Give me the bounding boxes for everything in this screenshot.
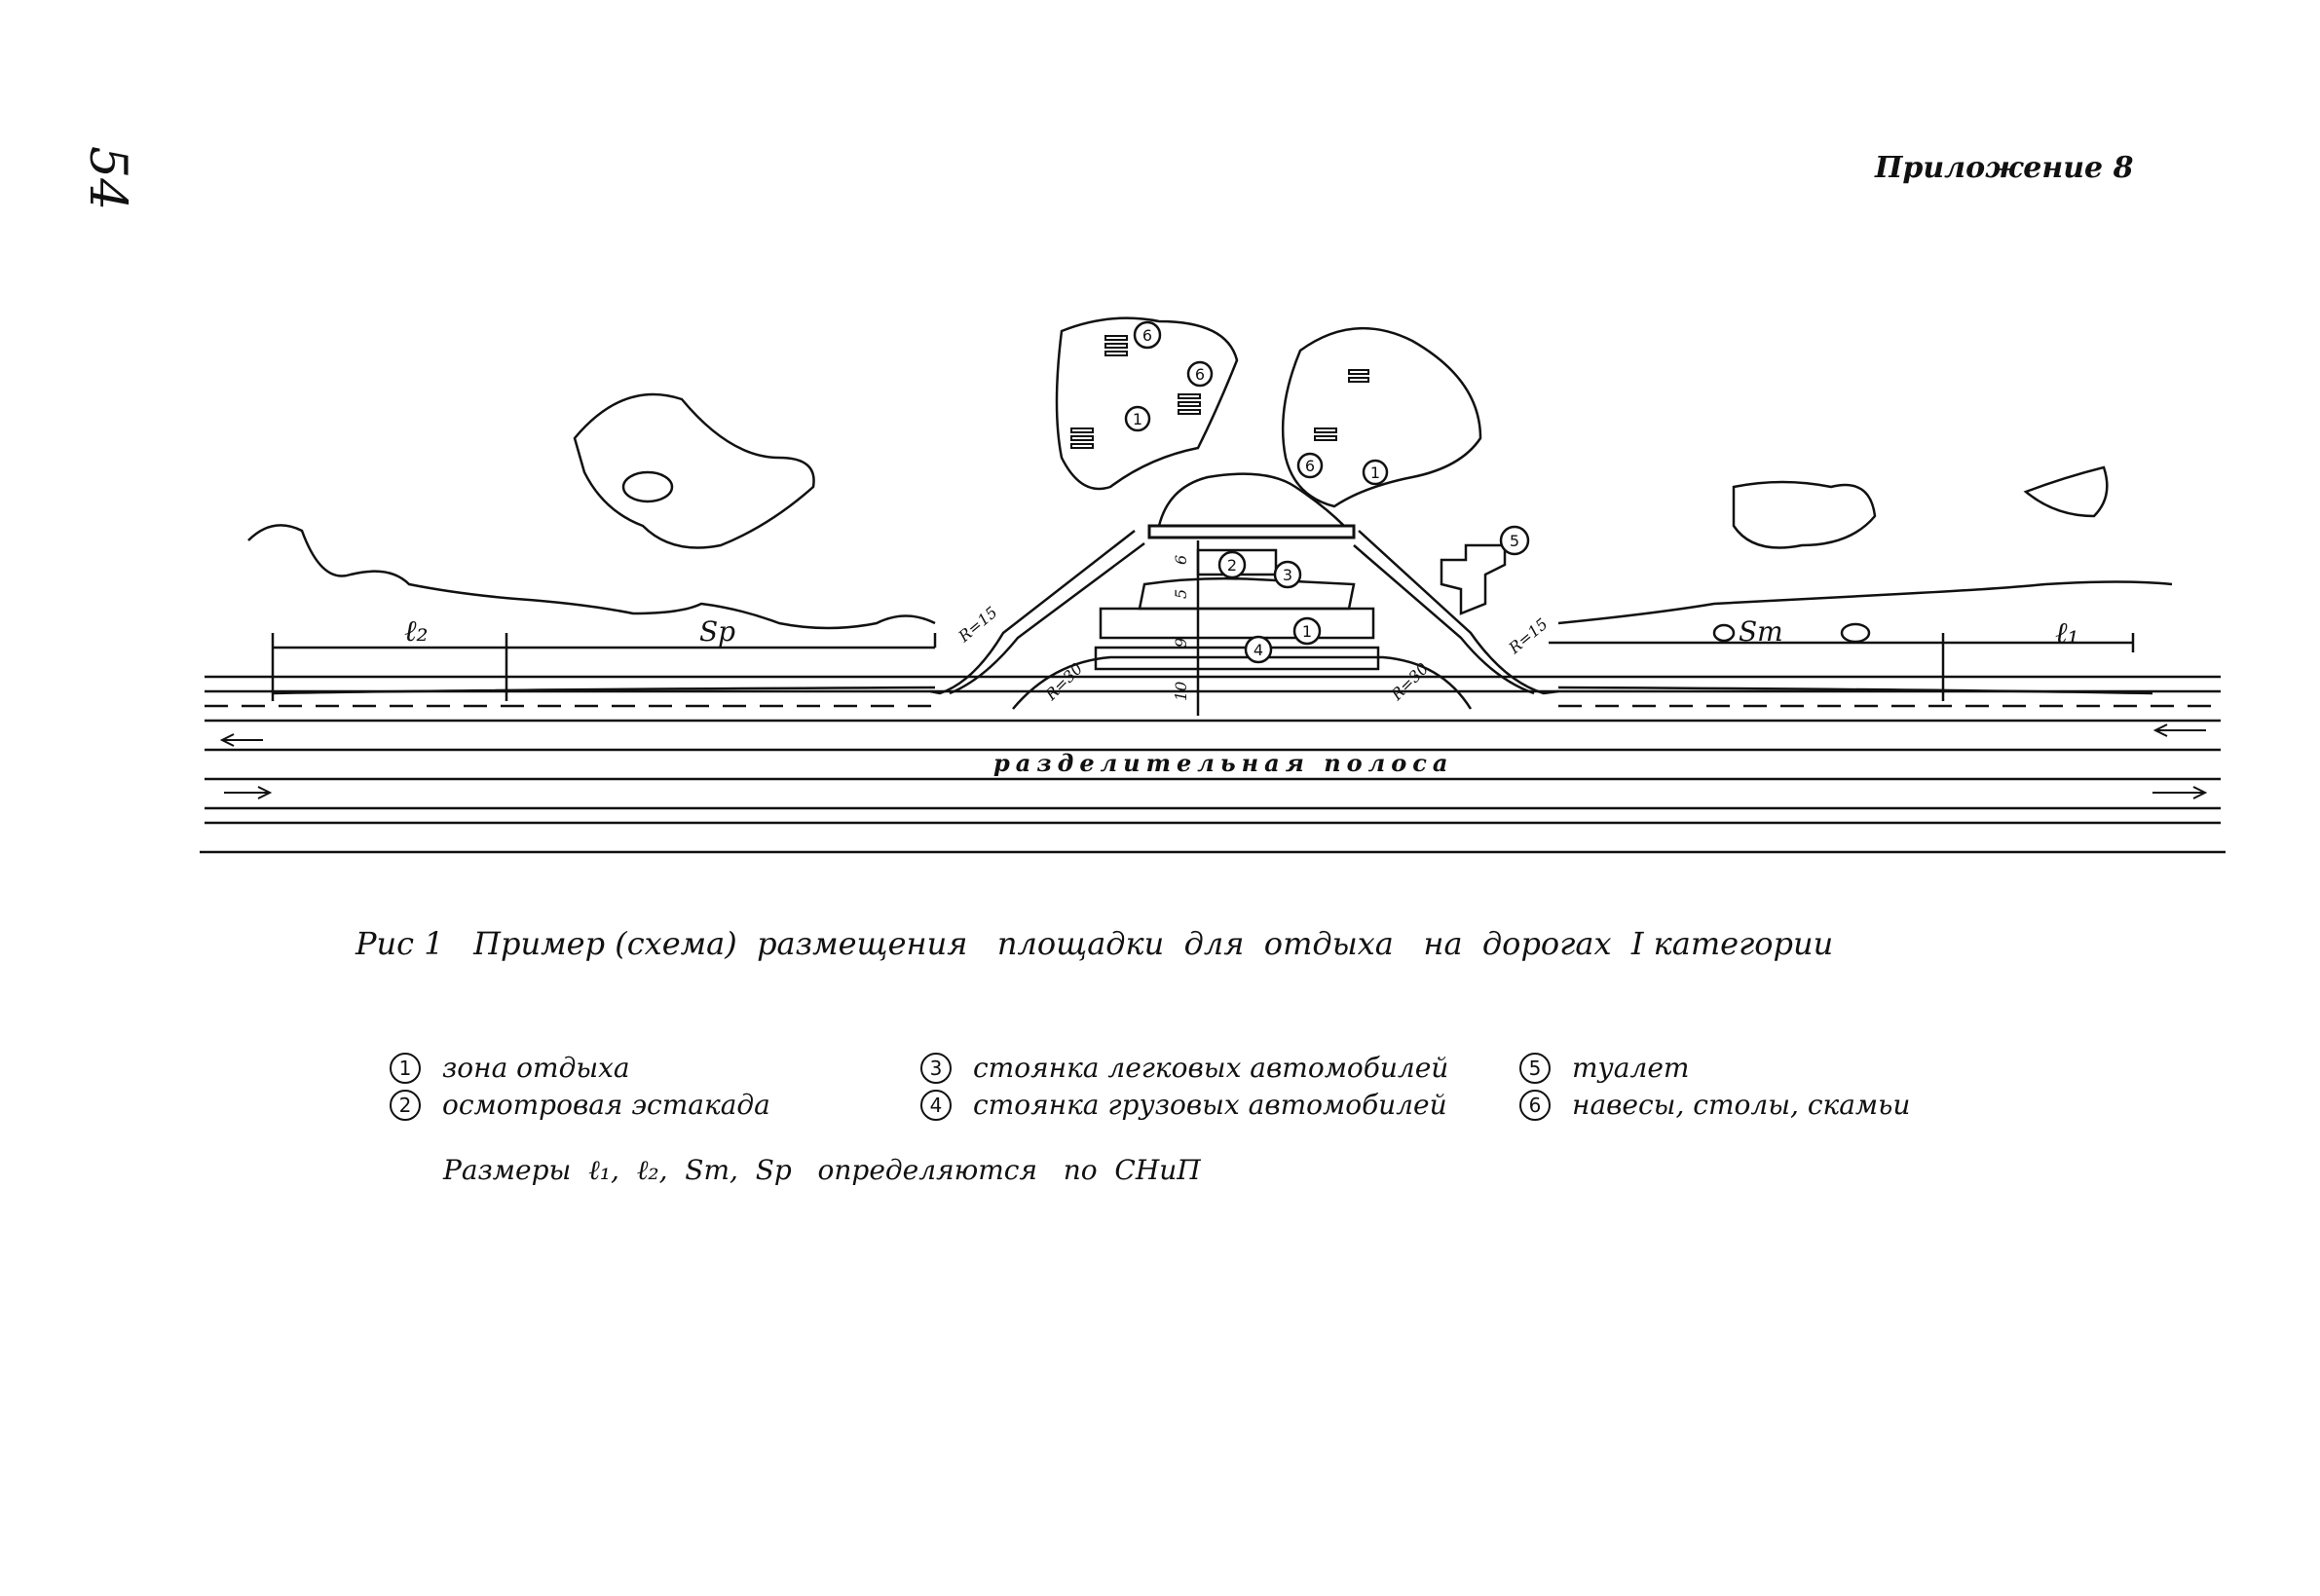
marker-5: 5 [1510,532,1519,550]
legend-item: 2 осмотровая эстакада [390,1089,770,1121]
radius-label: R=30 [1041,659,1087,705]
vegetation-cluster-top [1157,472,1345,527]
marker-6: 6 [1142,326,1152,345]
divider-strip-label: разделительная полоса [993,749,1453,777]
marker-1: 1 [1133,410,1142,428]
legend-item: 5 туалет [1519,1052,1689,1084]
inspection-overpass [1147,524,1356,539]
legend-item: 6 навесы, столы, скамьи [1519,1089,1910,1121]
vegetation-cloud-centre-left [1055,316,1239,491]
vegetation-left [247,524,936,630]
marker-4: 4 [1254,641,1263,659]
legend-text: стоянка легковых автомобилей [973,1052,1449,1084]
vegetation-right [1557,580,2173,625]
radius-label: R=15 [954,603,1001,647]
truck-parking [1094,646,1380,671]
vegetation-cloud-left [573,392,815,549]
dimension-label: 5 [1172,589,1190,599]
legend-number: 3 [920,1052,952,1084]
legend-number: 4 [920,1089,952,1121]
ramp-left [929,530,1136,695]
legend-number: 2 [390,1089,421,1121]
taper-right [1557,686,2153,695]
vegetation-cloud-far-right [2023,465,2109,518]
legend-text: стоянка грузовых автомобилей [973,1089,1447,1121]
radius-label: R=15 [1505,614,1552,658]
dimensions-note: Размеры ℓ₁, ℓ₂, Sт, Sp определяются по С… [443,1154,1201,1186]
parking-lot-outline [1012,655,1473,710]
marker-6: 6 [1305,457,1315,475]
zone-markers [1124,320,1530,664]
car-parking [1099,607,1375,640]
legend-item: 3 стоянка легковых автомобилей [920,1052,1448,1084]
radius-label: R=30 [1387,659,1433,705]
vegetation-blob [1712,623,1736,643]
legend-number: 6 [1519,1089,1551,1121]
vegetation-blob [1840,622,1871,644]
label-st: Sт [1739,615,1783,648]
label-l2: ℓ₂ [404,614,429,649]
marker-1: 1 [1302,622,1312,641]
dimension-label: 10 [1172,682,1190,701]
vegetation-cloud-right [1732,480,1877,549]
legend-text: осмотровая эстакада [442,1089,770,1121]
legend-number: 1 [390,1052,421,1084]
ramp-left-inner [949,541,1145,695]
direction-arrow-right [224,786,273,799]
legend-text: зона отдыха [442,1052,630,1084]
ramp-right-inner [1353,544,1535,695]
direction-arrow-left [2152,724,2206,737]
legend-text: навесы, столы, скамьи [1572,1089,1911,1121]
dimension-label: 6 [1172,555,1190,565]
marker-6: 6 [1195,365,1205,384]
rest-area-scheme: 6 6 1 6 1 2 3 1 4 5 ℓ₂ Sp Sт ℓ₁ разделит… [200,316,2226,854]
legend-item: 1 зона отдыха [390,1052,630,1084]
label-l1: ℓ₁ [2055,616,2079,650]
marker-1: 1 [1370,464,1380,482]
car-parking-hatch [1138,576,1356,611]
legend-text: туалет [1572,1052,1690,1084]
dimension-label: 9 [1172,638,1190,648]
marker-2: 2 [1227,556,1237,575]
direction-arrow-left [219,733,263,747]
appendix-label: Приложение 8 [1875,151,2134,185]
ramp-right [1358,530,1559,695]
legend-item: 4 стоянка грузовых автомобилей [920,1089,1447,1121]
taper-left [272,686,936,695]
bench-cluster [1070,335,1369,449]
marker-3: 3 [1283,566,1292,584]
label-sp: Sp [699,615,735,648]
figure-caption: Рис 1 Пример (схема) размещения площадки… [355,925,1834,962]
legend-number: 5 [1519,1052,1551,1084]
vegetation-blob [621,470,674,503]
vegetation-cloud-centre-right [1281,326,1482,508]
toilet-block [1440,543,1507,615]
direction-arrow-right [2152,786,2208,799]
